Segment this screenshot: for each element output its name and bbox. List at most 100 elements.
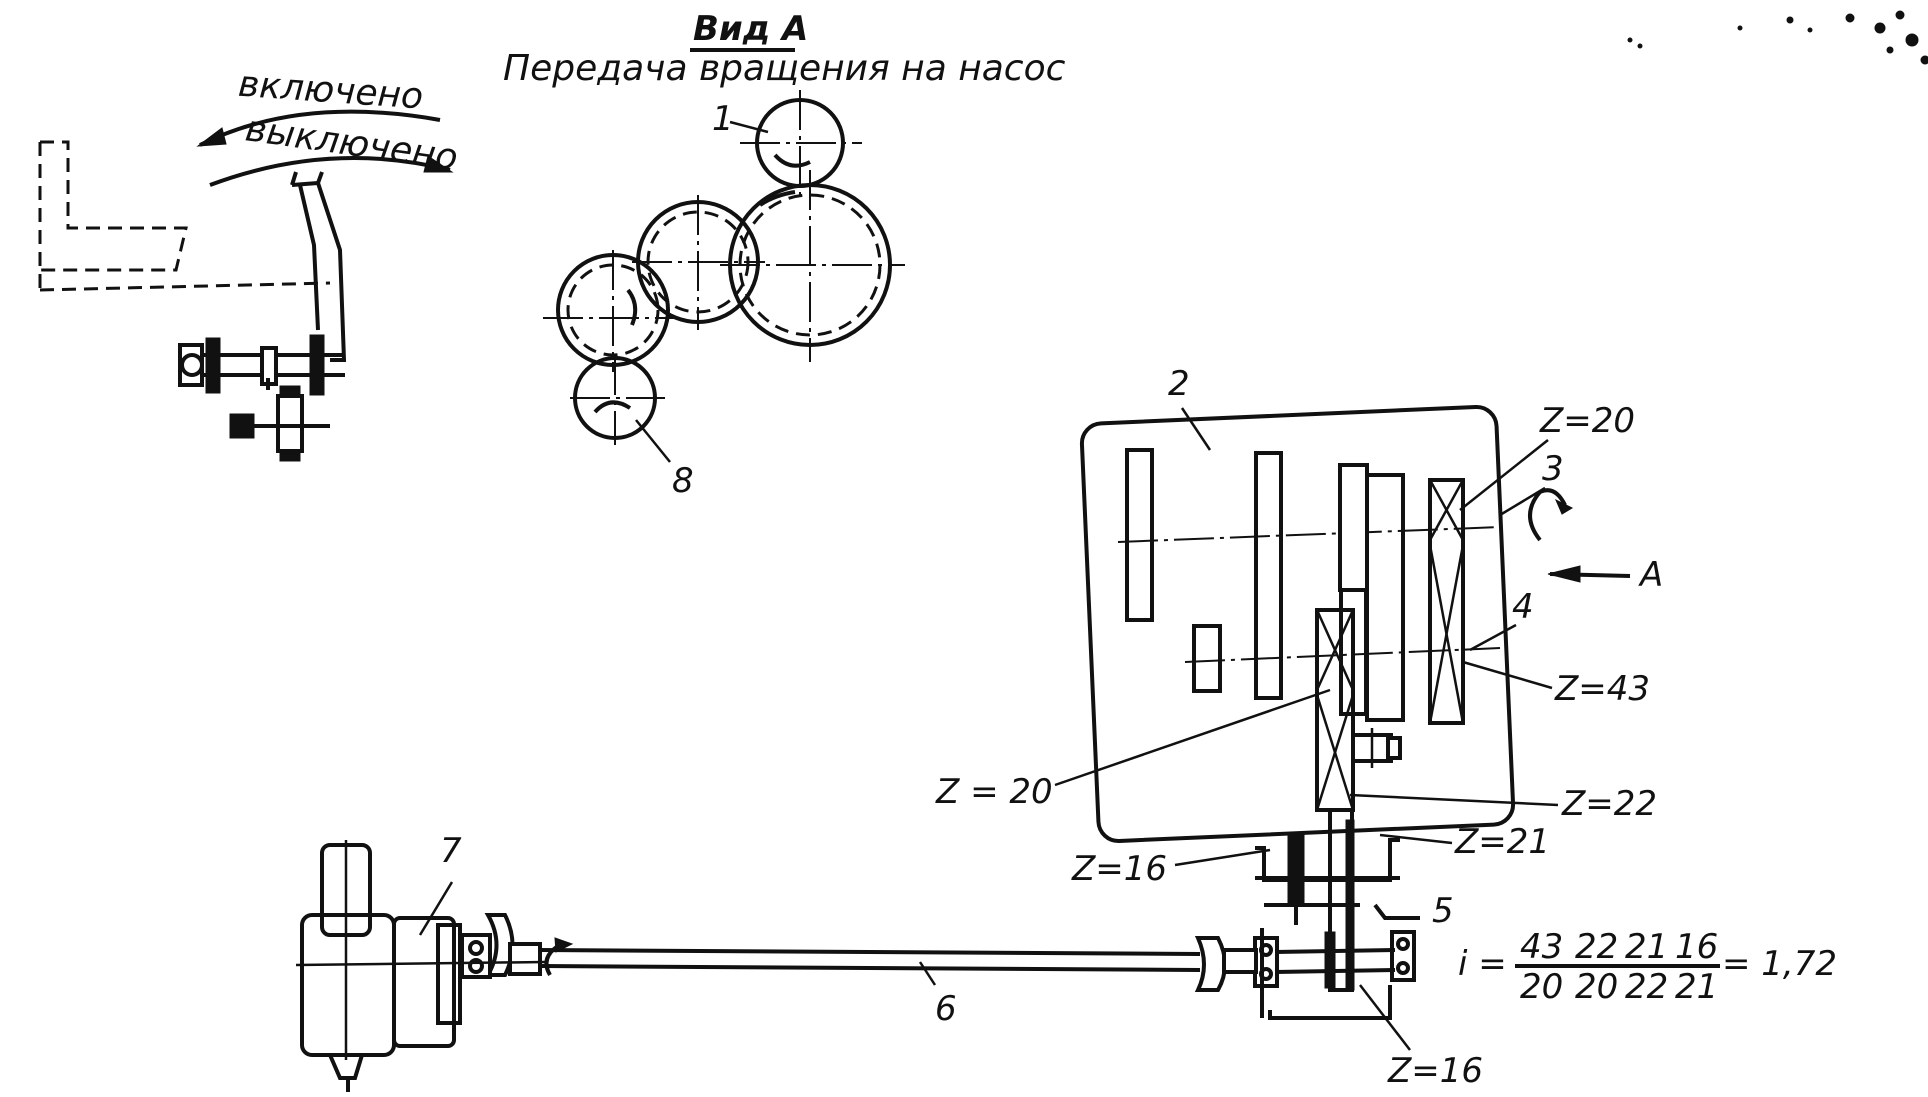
label-z43: Z=43 xyxy=(1554,669,1650,709)
switch-lever-assembly: включено выключено xyxy=(38,64,460,462)
gearbox-2: 2 3 A 4 xyxy=(935,364,1663,843)
coupling-right-yoke xyxy=(1194,936,1227,992)
ratio-num-3: 21 xyxy=(1625,927,1668,967)
callout-8-leader xyxy=(635,419,671,463)
gearbox-bolt-head xyxy=(1386,736,1402,760)
shaft-gear-a xyxy=(1125,448,1154,622)
lever-gear xyxy=(276,394,304,453)
label-z43-leader xyxy=(1462,660,1553,690)
view-a-gear-train: 1 8 xyxy=(543,90,905,501)
drive-shaft-arrowhead xyxy=(554,937,574,953)
dashed-body-outline xyxy=(40,140,188,272)
shaft-3-rotation xyxy=(1528,490,1542,542)
label-z16-bottom-leader xyxy=(1359,984,1411,1051)
gear-z20-z43 xyxy=(1428,478,1465,725)
coupling-left-bolt-a xyxy=(468,940,484,956)
lever-tip xyxy=(290,171,298,186)
gear-z43-cross-b xyxy=(1428,544,1465,724)
shaft-gear-d-top xyxy=(1338,463,1369,592)
pump-axis-h xyxy=(295,960,546,967)
pump-flange-edge xyxy=(436,923,462,1025)
switch-label-on: включено xyxy=(237,64,425,118)
gear-z20-cross-b xyxy=(1428,479,1465,541)
arrowhead-off xyxy=(423,155,454,173)
scan-noise xyxy=(1627,10,1928,65)
shaft-gear-b xyxy=(1254,451,1283,700)
ratio-den-3: 22 xyxy=(1625,967,1668,1007)
callout-4: 4 xyxy=(1512,587,1534,627)
bearing-right-ball-a xyxy=(1396,937,1410,951)
ratio-num-4: 16 xyxy=(1675,927,1718,967)
callout-6-leader xyxy=(918,961,937,986)
callout-6: 6 xyxy=(935,989,957,1029)
lever-inner xyxy=(298,184,320,331)
gear-z16-upper xyxy=(1287,834,1305,906)
callout-3-leader xyxy=(1499,486,1546,517)
shaft-gear-e xyxy=(1365,473,1405,722)
ratio-den-2: 20 xyxy=(1575,967,1618,1007)
pump-flange xyxy=(392,916,456,1048)
callout-4-leader xyxy=(1469,623,1517,652)
callout-7-leader xyxy=(418,881,454,936)
lever-arm xyxy=(291,180,347,362)
ratio-den-4: 21 xyxy=(1675,967,1718,1007)
callout-1: 1 xyxy=(712,99,734,139)
gear-ratio-formula: i = 43 22 21 16 20 20 22 21 = 1,72 xyxy=(1458,927,1837,1007)
dashed-base-line xyxy=(39,281,331,292)
shaft-3-rotation-b xyxy=(1539,488,1567,506)
view-header: Вид А Передача вращения на насос xyxy=(503,9,1066,89)
upper-bracket xyxy=(1255,838,1400,882)
coupling-left-hub xyxy=(508,942,542,976)
callout-5-leader xyxy=(1373,903,1420,920)
arrowhead-on xyxy=(196,127,227,147)
shaft-3-arrowhead xyxy=(1555,498,1574,515)
label-z21-leader xyxy=(1379,833,1453,845)
view-a-label: A xyxy=(1638,555,1663,595)
ratio-num-2: 22 xyxy=(1575,927,1618,967)
bearing-right-ball-b xyxy=(1396,961,1410,975)
shaft-bolt-head xyxy=(180,353,204,377)
ratio-num-1: 43 xyxy=(1520,927,1563,967)
label-z16-bottom: Z=16 xyxy=(1387,1051,1483,1091)
label-z22: Z=22 xyxy=(1561,784,1657,824)
gear-left-rotation xyxy=(626,288,638,326)
arc-arrow-off xyxy=(209,156,451,187)
arc-arrow-on xyxy=(199,109,441,147)
lower-shaft-gear xyxy=(1324,931,1336,989)
view-subtitle: Передача вращения на насос xyxy=(503,48,1066,89)
lower-shaft-axis xyxy=(1184,647,1501,663)
coupling-right-hub xyxy=(1222,948,1258,974)
label-z20-top-leader xyxy=(1459,439,1549,511)
label-z16-left: Z=16 xyxy=(1071,849,1167,889)
gear-z20-lower-cross-b xyxy=(1315,609,1355,691)
ratio-result: = 1,72 xyxy=(1722,944,1837,984)
label-z16-left-leader xyxy=(1174,848,1271,867)
shaft-bearing-left xyxy=(205,337,221,394)
ratio-lhs: i = xyxy=(1458,944,1507,984)
gearbox-housing xyxy=(1079,404,1516,843)
view-title: Вид А xyxy=(693,9,808,49)
coupling-left-yoke xyxy=(484,913,515,977)
callout-7: 7 xyxy=(440,831,462,871)
gear-8-rotation xyxy=(593,400,632,414)
drive-shaft-bottom xyxy=(539,964,1201,972)
gear-z20-lower-cross-d xyxy=(1315,694,1355,811)
label-z20-left-leader xyxy=(1054,688,1331,787)
label-z20-top: Z=20 xyxy=(1539,401,1635,441)
callout-2-leader xyxy=(1180,407,1212,451)
callout-2: 2 xyxy=(1168,364,1190,404)
label-z22-leader xyxy=(1349,793,1559,807)
gear-1-rotation xyxy=(773,153,811,168)
label-z20-left: Z = 20 xyxy=(935,772,1053,812)
callout-1-leader xyxy=(729,120,769,134)
label-z21: Z=21 xyxy=(1454,822,1550,862)
ratio-den-1: 20 xyxy=(1520,967,1563,1007)
upper-shaft-axis xyxy=(1117,526,1501,543)
lever-tip-b xyxy=(316,171,324,184)
lower-bracket xyxy=(1268,985,1392,1020)
drive-shaft-top xyxy=(539,948,1201,956)
callout-5: 5 xyxy=(1432,891,1454,931)
callout-3: 3 xyxy=(1542,449,1564,489)
